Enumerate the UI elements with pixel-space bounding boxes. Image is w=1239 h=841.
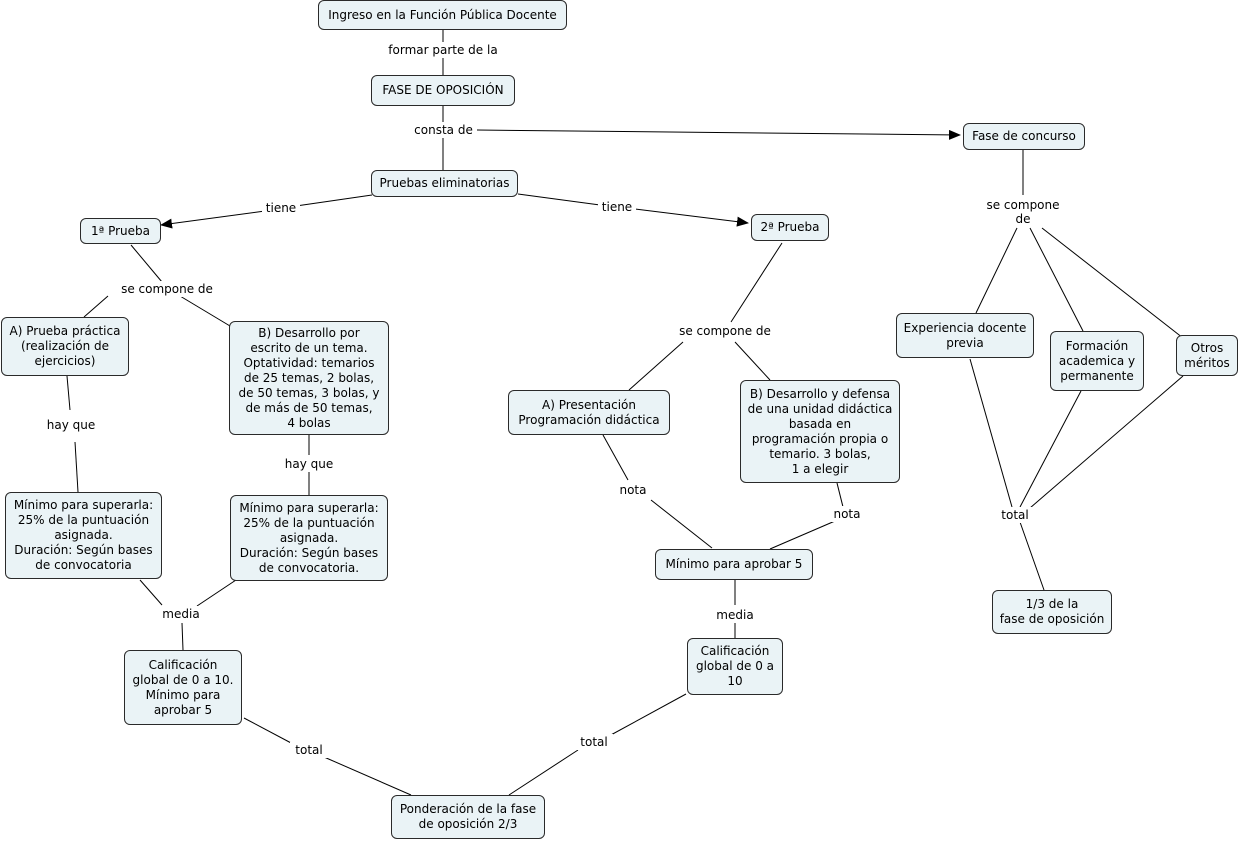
node-desarrollo-tema[interactable]: B) Desarrollo por escrito de un tema. Op… xyxy=(229,321,389,435)
node-experiencia-docente[interactable]: Experiencia docente previa xyxy=(896,313,1034,358)
node-tercio-oposicion[interactable]: 1/3 de la fase de oposición xyxy=(992,590,1112,634)
arrow-tiene2-prueba2 xyxy=(634,208,749,227)
line-nota-min-2 xyxy=(769,520,836,550)
line-compone-p1b xyxy=(179,295,231,327)
line-formacion-total xyxy=(1019,390,1082,508)
line-pruebas-tiene2 xyxy=(517,193,601,206)
label-media-1: media xyxy=(158,606,204,622)
label-media-2: media xyxy=(712,607,758,623)
node-minimo-aprobar[interactable]: Mínimo para aprobar 5 xyxy=(655,549,813,580)
line-total-tercio xyxy=(1019,521,1045,591)
node-minimo-b[interactable]: Mínimo para superarla: 25% de la puntuac… xyxy=(230,495,388,581)
node-prueba-practica[interactable]: A) Prueba práctica (realización de ejerc… xyxy=(1,317,129,376)
label-tiene-1: tiene xyxy=(262,200,300,216)
node-pruebas-eliminatorias[interactable]: Pruebas eliminatorias xyxy=(371,170,518,197)
line-media-calif1 xyxy=(181,622,184,651)
line-min-b-media xyxy=(196,579,237,607)
label-se-compone-3: se compone de xyxy=(982,196,1064,227)
label-hay-que-1: hay que xyxy=(42,417,100,433)
line-total-ponderacion-1 xyxy=(323,756,412,796)
node-ponderacion[interactable]: Ponderación de la fase de oposición 2/3 xyxy=(391,795,545,839)
line-pruebas-tiene1 xyxy=(295,194,373,207)
label-formar-parte: formar parte de la xyxy=(384,42,502,58)
node-fase-concurso[interactable]: Fase de concurso xyxy=(963,123,1085,150)
line-compone-p2b xyxy=(734,341,771,381)
label-tiene-2: tiene xyxy=(598,199,636,215)
label-se-compone-2: se compone de xyxy=(674,323,776,339)
line-calif1-total xyxy=(243,717,294,745)
label-se-compone-1: se compone de xyxy=(116,281,218,297)
label-consta-de: consta de xyxy=(410,122,477,138)
node-presentacion-programacion[interactable]: A) Presentación Programación didáctica xyxy=(508,390,670,435)
arrow-tiene1-prueba1 xyxy=(160,210,266,229)
line-experiencia-total xyxy=(969,358,1013,508)
label-nota-2: nota xyxy=(829,506,865,522)
line-min-a-media xyxy=(139,579,163,606)
line-p1a-hayque xyxy=(66,375,71,411)
label-hay-que-2: hay que xyxy=(280,456,338,472)
line-compone-experiencia xyxy=(975,227,1018,314)
line-calif2-total xyxy=(608,693,687,737)
arrow-consta-concurso xyxy=(476,129,961,140)
node-otros-meritos[interactable]: Otros méritos xyxy=(1176,335,1238,376)
line-nota-min xyxy=(650,499,713,549)
line-compone-p1a xyxy=(83,295,109,318)
label-total-3: total xyxy=(996,507,1034,523)
line-p2a-nota xyxy=(602,434,629,481)
node-fase-oposicion[interactable]: FASE DE OPOSICIÓN xyxy=(371,75,515,106)
node-formacion-academica[interactable]: Formación academica y permanente xyxy=(1050,331,1144,391)
line-compone-otros xyxy=(1041,227,1184,339)
line-total-ponderacion-2 xyxy=(508,749,579,796)
line-compone-formacion xyxy=(1029,227,1084,332)
line-hayque-min-a xyxy=(74,441,79,493)
line-prueba1-compone xyxy=(130,244,163,283)
node-prueba-1[interactable]: 1ª Prueba xyxy=(80,218,161,244)
line-p2b-nota xyxy=(836,482,844,508)
node-calificacion-1[interactable]: Calificación global de 0 a 10. Mínimo pa… xyxy=(124,650,242,725)
line-otros-total xyxy=(1029,375,1184,509)
line-prueba2-compone xyxy=(730,242,783,323)
label-total-2: total xyxy=(575,734,613,750)
label-total-1: total xyxy=(290,742,328,758)
line-compone-p2a xyxy=(628,341,684,391)
node-minimo-a[interactable]: Mínimo para superarla: 25% de la puntuac… xyxy=(5,492,162,579)
label-nota-1: nota xyxy=(615,482,651,498)
node-ingreso[interactable]: Ingreso en la Función Pública Docente xyxy=(318,0,567,30)
node-prueba-2[interactable]: 2ª Prueba xyxy=(751,214,829,241)
node-desarrollo-unidad[interactable]: B) Desarrollo y defensa de una unidad di… xyxy=(740,380,900,483)
node-calificacion-2[interactable]: Calificación global de 0 a 10 xyxy=(687,638,783,695)
